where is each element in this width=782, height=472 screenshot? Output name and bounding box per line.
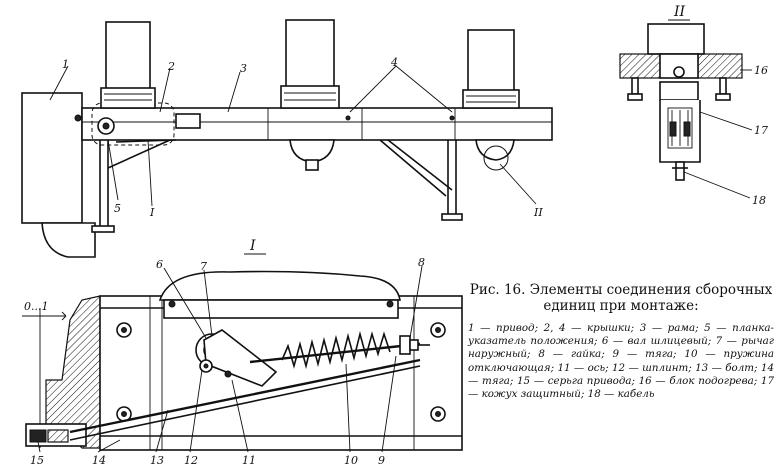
label-9: 9 [378,454,385,467]
label-4: 4 [390,56,398,69]
caption-title: Рис. 16. Элементы соединения сборочных е… [469,282,773,314]
insulator-middle [280,19,340,109]
label-14: 14 [92,454,106,467]
label-11: 11 [242,454,256,467]
beam-plate [175,113,201,129]
frame-beam [81,107,553,141]
frame-channel [99,295,463,451]
top-assembly-view [21,19,553,258]
detail-I-leaders: 6 7 8 9 10 11 12 13 14 15 [30,256,425,467]
drive-box [21,92,83,224]
label-16: 16 [754,64,768,77]
label-2: 2 [167,60,175,73]
detail-I-title: I [249,238,256,254]
insulator-right [462,29,520,109]
detail-II-circle [483,145,509,171]
top-labels: 1 2 3 4 5 I II [62,56,543,219]
release-spring [281,330,391,370]
label-5: 5 [114,202,121,215]
label-17: 17 [754,124,768,137]
detail-I-view: I 0...1 [22,238,463,451]
detail-II-title: II [673,4,686,20]
label-10: 10 [344,454,358,467]
detail-II-leaders: 16 17 18 [683,64,768,207]
figure-caption: Рис. 16. Элементы соединения сборочных е… [468,282,774,401]
dimension-label: 0...1 [24,300,49,313]
drive-wheel [41,222,96,258]
label-18: 18 [752,194,766,207]
label-15: 15 [30,454,44,467]
label-section-I: I [149,206,155,219]
insulator-left [100,21,156,109]
label-13: 13 [150,454,164,467]
label-8: 8 [418,256,425,269]
label-7: 7 [200,260,207,273]
detail-II-view: II [619,4,743,181]
top-leaders [49,65,537,207]
label-12: 12 [184,454,198,467]
caption-body: 1 — привод; 2, 4 — крышки; 3 — рама; 5 —… [468,322,774,401]
label-6: 6 [156,258,163,271]
label-section-II: II [533,206,543,219]
label-3: 3 [240,62,247,75]
label-1: 1 [62,58,69,71]
